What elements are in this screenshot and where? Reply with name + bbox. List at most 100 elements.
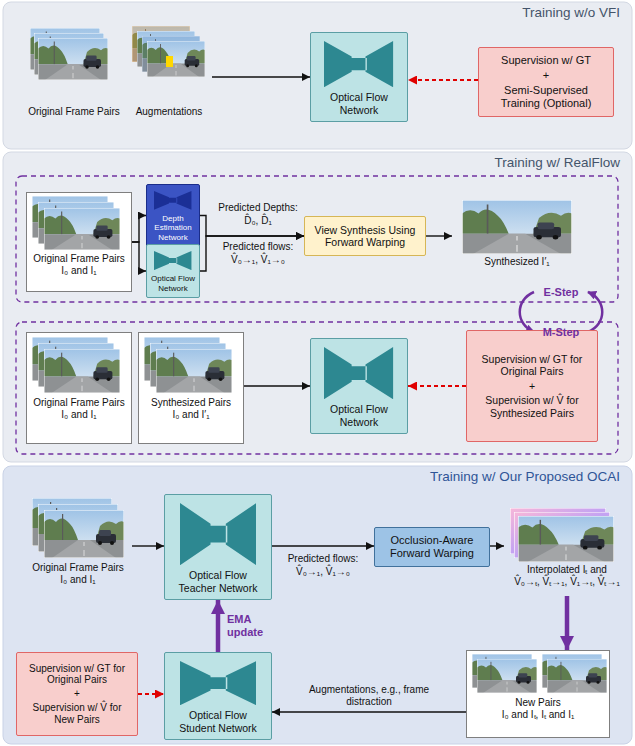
dashed-region [16, 322, 618, 454]
image-group: Synthesized PairsI₀ and I′₁ [138, 332, 244, 444]
network-icon [324, 41, 393, 87]
annotation-label: D̂₀, D̂₁ [244, 215, 272, 227]
network-icon [180, 503, 256, 565]
network-icon [154, 251, 191, 270]
connector-arrow [132, 545, 164, 546]
image-caption: Synthesized Pairs [151, 397, 231, 409]
annotation-label: V̂₀→₁, V̂₁→₀ [231, 254, 285, 266]
encoder-decoder-shape [154, 251, 191, 270]
image-group: Synthesized I′₁ [452, 196, 582, 284]
panel-title: Training w/o VFI [522, 5, 620, 21]
annotation-label: M-Step [543, 326, 580, 339]
image-caption: I₀ and I₁ [61, 265, 96, 277]
connector-arrow [272, 711, 466, 712]
image-caption: New Pairs [515, 697, 561, 709]
box-text: Supervision w/ V̂ for New Pairs [23, 702, 131, 726]
network-label: Optical Flow Teacher Network [170, 569, 266, 594]
connector-arrow [216, 600, 221, 652]
image-caption: Original Frame Pairs [33, 253, 125, 265]
image-caption: Augmentations [136, 106, 203, 118]
edge-label: EMA update [227, 613, 271, 639]
image-group: Original Frame PairsI₀ and I₁ [24, 494, 132, 594]
dashed-region [16, 176, 618, 302]
box-text: + [74, 688, 80, 700]
image-group: New PairsI₀ and Iₜ, Iₜ and I₁ [466, 650, 610, 738]
box-text: View Synthesis Using Forward Warping [311, 224, 419, 249]
image-caption: Synthesized I′₁ [484, 256, 549, 268]
image-group: Original Frame PairsI₀ and I₁ [26, 332, 132, 444]
box-text: Supervision w/ GT for Original Pairs [23, 663, 131, 687]
network-icon [180, 661, 256, 705]
connector-arrow [138, 693, 164, 695]
panel-title: Training w/ Our Proposed OCAI [430, 469, 620, 485]
image-caption: Original Frame Pairs [28, 106, 120, 118]
image-caption: Interpolated Iₜ and [527, 564, 607, 576]
annotation-label: Predicted flows: [288, 553, 359, 565]
process-box: View Synthesis Using Forward Warping [304, 216, 426, 256]
connector-arrow [426, 235, 452, 236]
image-caption: I₀ and I₁ [60, 574, 95, 586]
connector-arrow [565, 596, 570, 650]
image-caption: I₀ and I′₁ [172, 409, 209, 421]
box-text: Semi-Supervised Training (Optional) [485, 84, 607, 110]
network-box: Optical Flow Teacher Network [164, 494, 272, 600]
panel-band: Training w/ Our Proposed OCAI Original Fr… [3, 466, 632, 744]
photo [156, 349, 232, 393]
connector-arrow [490, 545, 504, 546]
image-caption: I₀ and I₁ [61, 409, 96, 421]
network-box: Optical Flow Network [310, 32, 408, 122]
cycle-arrow [520, 292, 534, 332]
image-ground [138, 332, 244, 444]
panel-ground [3, 466, 632, 744]
encoder-decoder-shape [180, 661, 256, 705]
image-caption: Original Frame Pairs [33, 397, 125, 409]
image-group: Original Frame PairsI₀ and I₁ [26, 192, 132, 292]
panel-title: Training w/ RealFlow [494, 155, 620, 171]
encoder-decoder-shape [324, 347, 393, 399]
network-label: Optical Flow Network [150, 274, 196, 293]
network-box: Depth Estimation Network [146, 184, 200, 247]
image-group: Interpolated Iₜ andV̂₀→ₜ, V̂ₜ→₁, V̂₁→ₜ, … [504, 506, 630, 596]
annotation-label: V̂₀→₁, V̂₁→₀ [296, 566, 350, 578]
network-label: Depth Estimation Network [150, 214, 196, 242]
box-text: Occlusion-Aware Forward Warping [381, 534, 483, 560]
image-caption: V̂₀→ₜ, V̂ₜ→₁, V̂₁→ₜ, V̂ₜ→₁ [514, 576, 620, 588]
image-group: Original Frame Pairs [22, 24, 126, 124]
box-text: Supervision w/ V̂ for Synthesized Pairs [473, 394, 591, 419]
connector-arrow [408, 385, 466, 387]
annotation-label: Predicted flows: [223, 241, 294, 253]
panel-ground [3, 2, 632, 149]
supervision-box: Supervision w/ GT for Original Pairs+Sup… [466, 330, 598, 442]
connector-arrow [408, 79, 478, 81]
process-box: Occlusion-Aware Forward Warping [374, 527, 490, 567]
annotation-label: E-Step [544, 286, 579, 299]
image-group: Augmentations [126, 24, 212, 124]
image-caption: Original Frame Pairs [32, 562, 124, 574]
edge-label: Augmentations, e.g., frame distraction [299, 684, 439, 708]
photo [44, 349, 120, 393]
photo [147, 41, 205, 77]
connector-arrow [132, 216, 146, 243]
encoder-decoder-shape [154, 191, 191, 210]
box-text: Supervision w/ GT for Original Pairs [473, 353, 591, 378]
image-ground [26, 332, 132, 444]
panel-band: Training w/o VFI Original Frame Pairs Augm… [3, 2, 632, 149]
connector-arrow [132, 242, 146, 271]
photo [547, 659, 607, 693]
panel-ground [3, 152, 632, 462]
image-ground [466, 650, 610, 738]
photo [38, 38, 108, 80]
photo [477, 659, 537, 693]
connector-arrow [272, 545, 374, 546]
supervision-box: Supervision w/ GT for Original Pairs+ Sup… [16, 652, 138, 736]
network-box: Optical Flow Network [146, 244, 200, 298]
annotation-label: Predicted Depths: [218, 202, 298, 214]
network-icon [154, 191, 191, 210]
photo [462, 200, 572, 254]
occlusion-patch [166, 56, 173, 67]
network-label: Optical Flow Network [316, 403, 402, 428]
network-box: Optical Flow Student Network [164, 652, 272, 740]
connector-arrow [244, 385, 310, 386]
image-caption: I₀ and Iₜ, Iₜ and I₁ [502, 709, 575, 721]
